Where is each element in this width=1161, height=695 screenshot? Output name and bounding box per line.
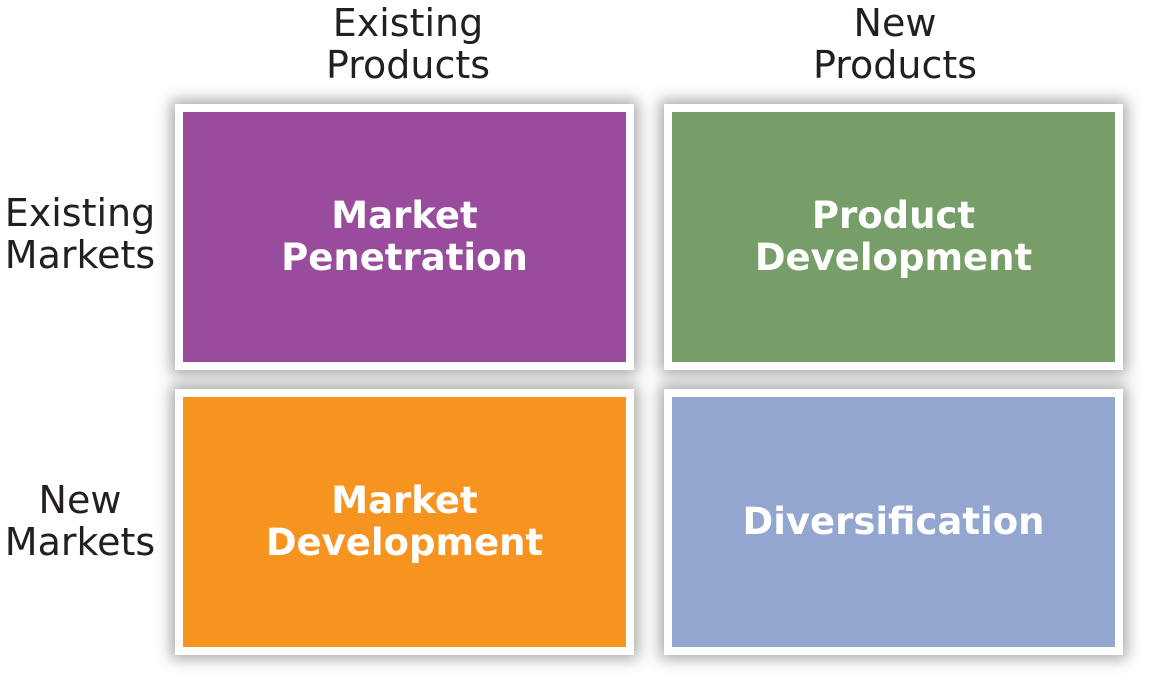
row-header-existing-markets: Existing Markets	[4, 191, 156, 277]
cell-market-development: Market Development	[175, 389, 634, 655]
cell-label-market-development: Market Development	[265, 479, 544, 564]
cell-product-development: Product Development	[664, 104, 1123, 370]
column-header-existing-products: Existing Products	[325, 1, 491, 87]
cell-label-market-penetration: Market Penetration	[281, 194, 528, 279]
column-header-new-products: New Products	[812, 1, 978, 87]
cell-label-diversification: Diversification	[742, 500, 1045, 543]
cell-market-penetration: Market Penetration	[175, 104, 634, 370]
cell-diversification: Diversification	[664, 389, 1123, 655]
cell-label-product-development: Product Development	[754, 194, 1033, 279]
row-header-new-markets: New Markets	[4, 478, 156, 564]
